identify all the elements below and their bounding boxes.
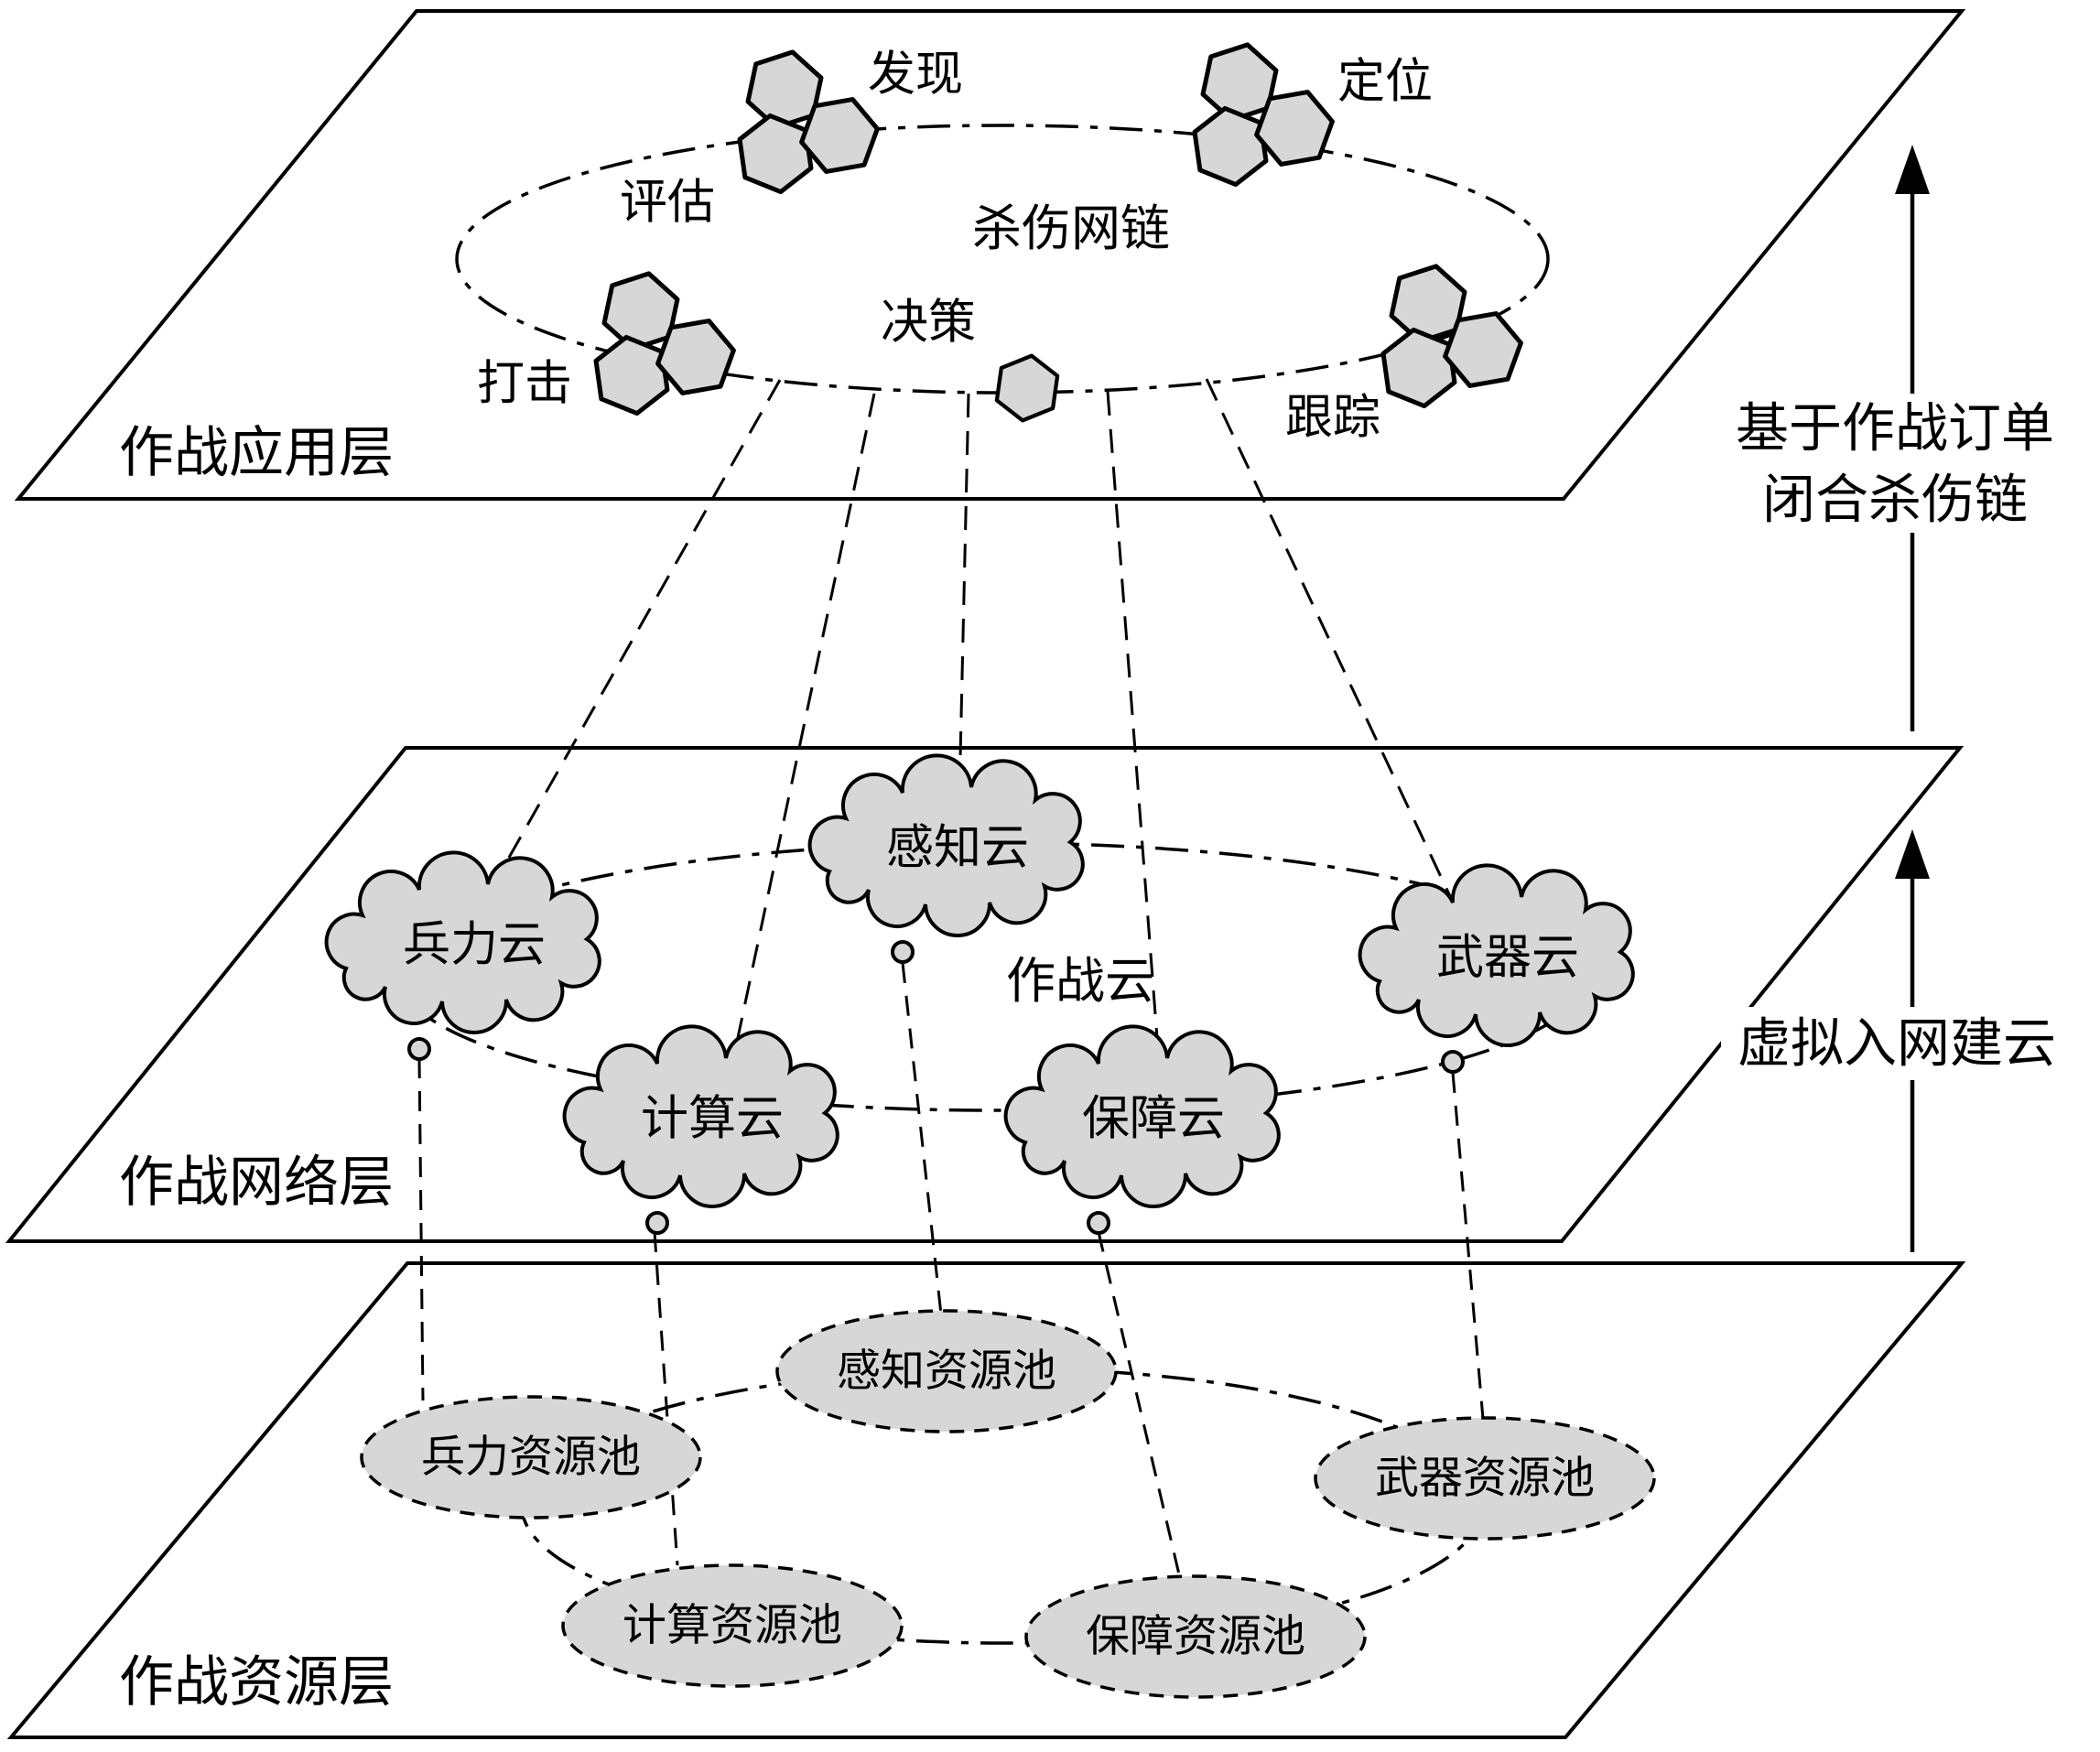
link-to-weapon-cloud xyxy=(1205,378,1459,913)
link-weapon-cloud-to-pool xyxy=(1451,1072,1485,1420)
cloud-to-pool-links xyxy=(417,962,1485,1575)
computing-cloud: 计算云 xyxy=(562,1024,839,1235)
link-to-force-cloud xyxy=(493,379,782,884)
support-cloud-label: 保障云 xyxy=(1082,1094,1225,1146)
cloud-tail-icon xyxy=(407,1037,431,1061)
pool-shape xyxy=(1024,1574,1367,1699)
computing-pool-label: 计算资源池 xyxy=(622,1602,842,1650)
force-pool: 兵力资源池 xyxy=(360,1395,702,1519)
application-layer-label: 作战应用层 xyxy=(119,423,394,483)
kill-chain-arrow-label-line1: 基于作战订单 xyxy=(1736,399,2054,459)
weapon-cloud-label: 武器云 xyxy=(1436,933,1579,985)
support-cloud: 保障云 xyxy=(1003,1024,1281,1235)
computing-cloud-label: 计算云 xyxy=(641,1094,784,1146)
decide-label: 决策 xyxy=(881,297,976,350)
assess-label: 评估 xyxy=(620,178,715,230)
link-to-sensing-cloud xyxy=(958,393,970,799)
cloud-build-arrow-head-icon xyxy=(1895,829,1930,879)
link-force-cloud-to-pool xyxy=(417,1057,425,1401)
kill-web-title: 杀伤网链 xyxy=(972,201,1170,256)
combat-cloud-title: 作战云 xyxy=(1006,954,1154,1009)
support-pool: 保障资源池 xyxy=(1024,1574,1367,1699)
link-to-computing-cloud xyxy=(731,393,876,1065)
force-cloud: 兵力云 xyxy=(324,850,601,1061)
sensing-pool-label: 感知资源池 xyxy=(837,1347,1056,1396)
cloud-build-arrow: 虚拟入网建云 xyxy=(1721,829,2078,1252)
link-support-cloud-to-pool xyxy=(1097,1231,1181,1575)
cloud-tail-icon xyxy=(891,940,915,964)
pool-shape xyxy=(775,1309,1118,1433)
killweb-to-cloud-links xyxy=(493,378,1459,1065)
kill-chain-arrow-head-icon xyxy=(1895,145,1930,194)
weapon-pool: 武器资源池 xyxy=(1314,1416,1656,1541)
computing-pool: 计算资源池 xyxy=(561,1563,904,1688)
resource-layer-plane xyxy=(6,1261,1966,1739)
cloud-tail-icon xyxy=(1087,1211,1110,1235)
pool-shape xyxy=(561,1563,904,1688)
network-layer-label: 作战网络层 xyxy=(119,1152,394,1213)
weapon-pool-label: 武器资源池 xyxy=(1375,1455,1595,1503)
link-sensing-cloud-to-pool xyxy=(901,962,943,1315)
sensing-pool: 感知资源池 xyxy=(775,1309,1118,1433)
sensing-cloud: 感知云 xyxy=(807,753,1085,964)
kill-chain-arrow-label-bg xyxy=(1716,394,2075,533)
sensing-cloud-label: 感知云 xyxy=(886,823,1029,875)
cloud-build-arrow-label: 虚拟入网建云 xyxy=(1737,1014,2056,1074)
support-pool-label: 保障资源池 xyxy=(1086,1613,1305,1661)
discover-label: 发现 xyxy=(868,49,963,102)
cloud-build-arrow-label-bg xyxy=(1721,1007,2078,1080)
force-cloud-label: 兵力云 xyxy=(403,920,546,972)
weapon-cloud: 武器云 xyxy=(1358,863,1635,1074)
kill-chain-arrow: 基于作战订单 闭合杀伤链 xyxy=(1716,145,2075,731)
pool-shape xyxy=(360,1395,702,1519)
cloud-tail-icon xyxy=(645,1211,669,1235)
strike-label: 打击 xyxy=(477,359,572,411)
pool-shape xyxy=(1314,1416,1656,1541)
kill-chain-arrow-label-line2: 闭合杀伤链 xyxy=(1762,470,2028,530)
locate-label: 定位 xyxy=(1337,57,1433,109)
resource-layer-label: 作战资源层 xyxy=(119,1652,394,1713)
cloud-tail-icon xyxy=(1441,1050,1465,1074)
track-label: 跟踪 xyxy=(1285,393,1380,445)
force-pool-label: 兵力资源池 xyxy=(421,1433,641,1482)
link-computing-cloud-to-pool xyxy=(653,1231,679,1566)
